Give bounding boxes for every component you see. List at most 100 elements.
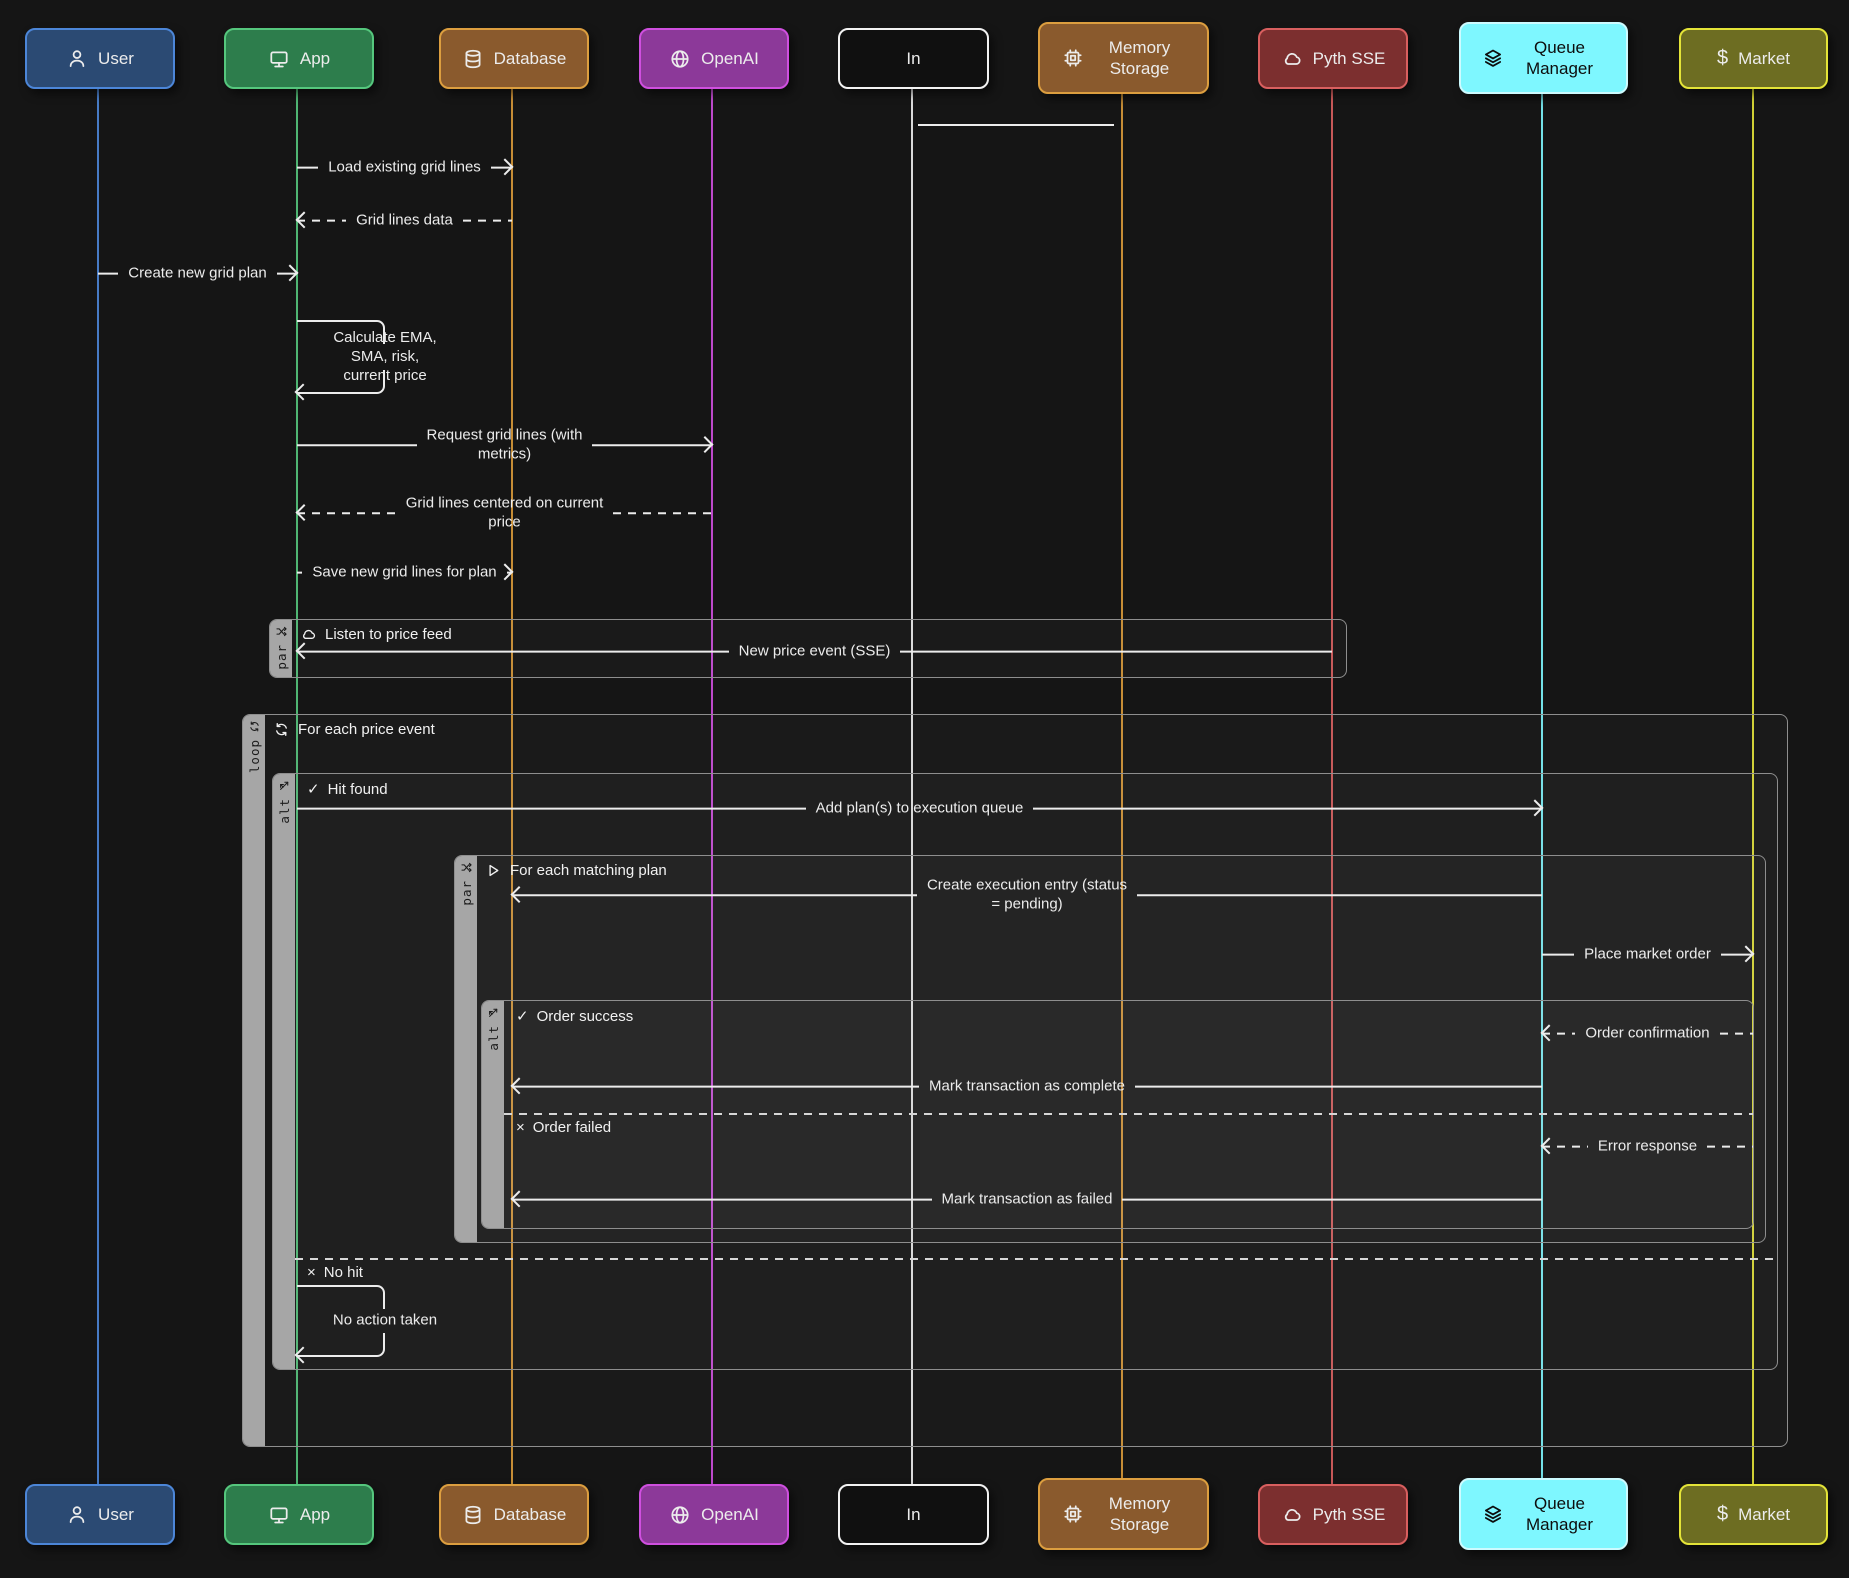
message-label: Load existing grid lines [328, 158, 481, 176]
par-frame-matching-plan: par For each matching plan [454, 855, 1766, 1243]
participant-label: In [906, 1504, 921, 1524]
database-icon [462, 1504, 484, 1526]
par-feed-title-text: Listen to price feed [325, 626, 452, 643]
participant-openai-bottom: OpenAI [639, 1484, 789, 1545]
loop-frame: loop For each price event [242, 714, 1788, 1447]
participant-label: User [98, 48, 134, 68]
alt-hit-title: ✓ Hit found [307, 780, 388, 799]
participant-label: Database [493, 1504, 567, 1524]
arrowhead-left-icon [295, 503, 313, 521]
dollar-icon: $ [1716, 47, 1729, 69]
message-label: New price event (SSE) [738, 642, 891, 660]
cross-icon: × [307, 1264, 316, 1281]
cloud-icon [1281, 1504, 1303, 1526]
message-label: Order confirmation [1585, 1024, 1710, 1042]
cloud-icon [300, 626, 317, 643]
message-mark-transaction-failed: Mark transaction as failed [510, 1190, 1543, 1210]
message-create-execution-entry: Create execution entry (status = pending… [510, 876, 1543, 914]
alt-frame-order-tab: alt [482, 1001, 504, 1228]
self-message-calculate-metrics: Calculate EMA, SMA, risk, current price [294, 320, 437, 401]
lifeline-queue-manager [1541, 84, 1543, 1484]
participant-label: Queue Manager [1525, 37, 1594, 78]
arrowhead-left-icon [510, 1190, 528, 1208]
arrowhead-left-icon [1540, 1024, 1558, 1042]
message-load-existing-grid-lines: Load existing grid lines [297, 158, 514, 178]
chip-icon [1062, 1503, 1084, 1525]
arrowhead-left-icon [295, 642, 313, 660]
layers-icon [1482, 1503, 1504, 1525]
alt-order-success-text: Order success [536, 1007, 634, 1025]
participant-label: Pyth SSE [1312, 48, 1386, 68]
alt-frame-order-tab-label: alt [485, 1025, 501, 1051]
refresh-icon [273, 721, 290, 738]
message-place-market-order: Place market order [1542, 946, 1755, 965]
participant-label: Pyth SSE [1312, 1504, 1386, 1524]
arrowhead-left-icon [1540, 1137, 1558, 1155]
participant-app-bottom: App [224, 1484, 374, 1545]
alt-order-success-title: ✓ Order success [516, 1007, 634, 1026]
self-loop-line [297, 1333, 385, 1357]
participant-market-bottom: $ Market [1679, 1484, 1828, 1545]
participant-label: Memory Storage [1108, 1493, 1171, 1534]
lifeline-in [911, 84, 913, 1484]
message-label: Create execution entry (status = pending… [926, 876, 1128, 912]
message-line-in-to-memory [918, 124, 1114, 126]
loop-frame-title: For each price event [273, 721, 435, 738]
chip-icon [1062, 47, 1084, 69]
lifeline-user [97, 84, 99, 1484]
self-loop-line [297, 370, 385, 394]
participant-label: Memory Storage [1108, 37, 1171, 78]
branch-arrows-icon [487, 1006, 500, 1019]
participant-user-bottom: User [25, 1484, 175, 1545]
participant-memory-storage-top: Memory Storage [1038, 22, 1209, 94]
message-mark-transaction-complete: Mark transaction as complete [510, 1077, 1543, 1097]
participant-label: OpenAI [701, 48, 759, 68]
self-loop-line [297, 320, 385, 344]
arrowhead-left-icon [295, 211, 313, 229]
person-icon [66, 1504, 88, 1526]
participant-pyth-sse-bottom: Pyth SSE [1258, 1484, 1408, 1545]
arrowhead-right-icon [1526, 799, 1544, 817]
alt-frame-order: alt ✓ Order success × Order failed [481, 1000, 1754, 1229]
alt-frame-hit-tab-label: alt [276, 798, 292, 824]
alt-frame-hit-tab: alt [273, 774, 295, 1369]
par-feed-title: Listen to price feed [300, 626, 452, 643]
par-frame-price-feed: par Listen to price feed [269, 619, 1347, 678]
message-label: Mark transaction as failed [941, 1190, 1113, 1208]
participant-database-bottom: Database [439, 1484, 589, 1545]
arrowhead-left-icon [510, 885, 528, 903]
loop-frame-tab-label: loop [246, 739, 262, 774]
participant-label: Database [493, 48, 567, 68]
monitor-icon [268, 1504, 290, 1526]
message-grid-lines-data: Grid lines data [295, 211, 512, 231]
participant-label: Market [1738, 48, 1791, 68]
par-matching-title-text: For each matching plan [510, 862, 667, 879]
participant-label: User [98, 1504, 134, 1524]
par-matching-title: For each matching plan [485, 862, 667, 879]
message-label: Add plan(s) to execution queue [815, 799, 1024, 817]
message-label: Mark transaction as complete [929, 1077, 1125, 1095]
message-label: Create new grid plan [128, 264, 267, 282]
message-order-confirmation: Order confirmation [1540, 1024, 1753, 1044]
arrowhead-left-icon [510, 1077, 528, 1095]
alt-no-hit-title: × No hit [307, 1264, 363, 1281]
lifeline-market [1752, 84, 1754, 1484]
message-save-new-grid-lines: Save new grid lines for plan [297, 564, 514, 583]
message-error-response: Error response [1540, 1137, 1753, 1157]
message-new-price-event: New price event (SSE) [295, 642, 1333, 662]
par-frame-feed-tab: par [270, 620, 292, 677]
self-loop-line [297, 1285, 385, 1309]
alt-hit-title-text: Hit found [327, 780, 388, 798]
triangle-icon [485, 862, 502, 879]
lifeline-pyth-sse [1331, 84, 1333, 1484]
message-grid-lines-centered: Grid lines centered on current price [295, 494, 713, 532]
message-add-plans-to-queue: Add plan(s) to execution queue [297, 799, 1544, 819]
arrowhead-right-icon [496, 158, 514, 176]
cross-icon: × [516, 1119, 525, 1136]
globe-icon [669, 1504, 691, 1526]
message-create-new-grid-plan: Create new grid plan [98, 264, 299, 284]
participant-user-top: User [25, 28, 175, 89]
participant-label: Market [1738, 1504, 1791, 1524]
participant-pyth-sse-top: Pyth SSE [1258, 28, 1408, 89]
par-frame-matching-tab-label: par [458, 880, 474, 906]
